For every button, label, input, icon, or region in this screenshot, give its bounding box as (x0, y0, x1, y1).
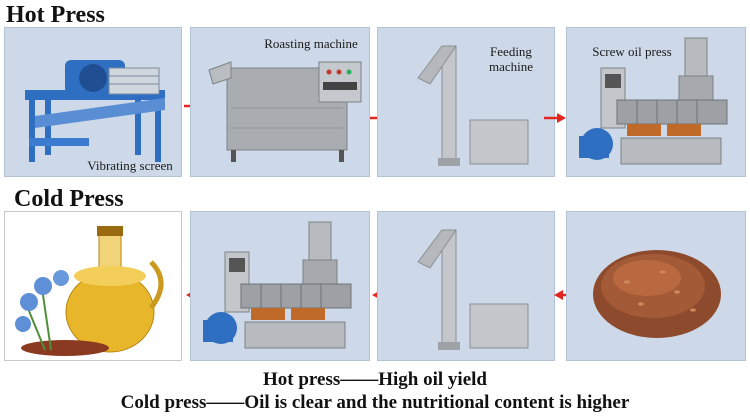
step-oil-bottle (4, 211, 182, 361)
cold-press-title: Cold Press (14, 186, 124, 212)
step-label: Feeding machine (488, 44, 534, 74)
flow-arrow (544, 109, 566, 123)
step-feeding-machine (377, 211, 555, 361)
hot-press-flow: Vibrating screen Roasting machine (0, 27, 750, 177)
screw-oil-press-icon (579, 37, 728, 165)
oil-bottle-icon (15, 226, 164, 356)
step-label: Vibrating screen (87, 158, 173, 173)
hot-press-title: Hot Press (6, 2, 105, 28)
step-label: Screw oil press (592, 44, 672, 59)
caption-cold-press: Cold press——Oil is clear and the nutriti… (120, 392, 630, 413)
step-seeds (566, 211, 746, 361)
step-label: Roasting machine (264, 36, 358, 51)
caption-hot-press: Hot press——High oil yield (263, 369, 487, 390)
vibrating-screen-icon (25, 60, 165, 162)
step-screw-oil-press (190, 211, 370, 361)
screw-oil-press-icon (203, 221, 352, 349)
roasting-machine-icon (208, 61, 362, 162)
step-roasting-machine: Roasting machine (190, 27, 370, 177)
step-vibrating-screen: Vibrating screen (4, 27, 182, 177)
step-feeding-machine: Feeding machine (377, 27, 555, 177)
feeding-machine-icon (417, 229, 529, 350)
feeding-machine-icon (417, 45, 529, 166)
seeds-icon (593, 250, 721, 338)
cold-press-flow (0, 211, 750, 361)
step-screw-oil-press: Screw oil press (566, 27, 746, 177)
